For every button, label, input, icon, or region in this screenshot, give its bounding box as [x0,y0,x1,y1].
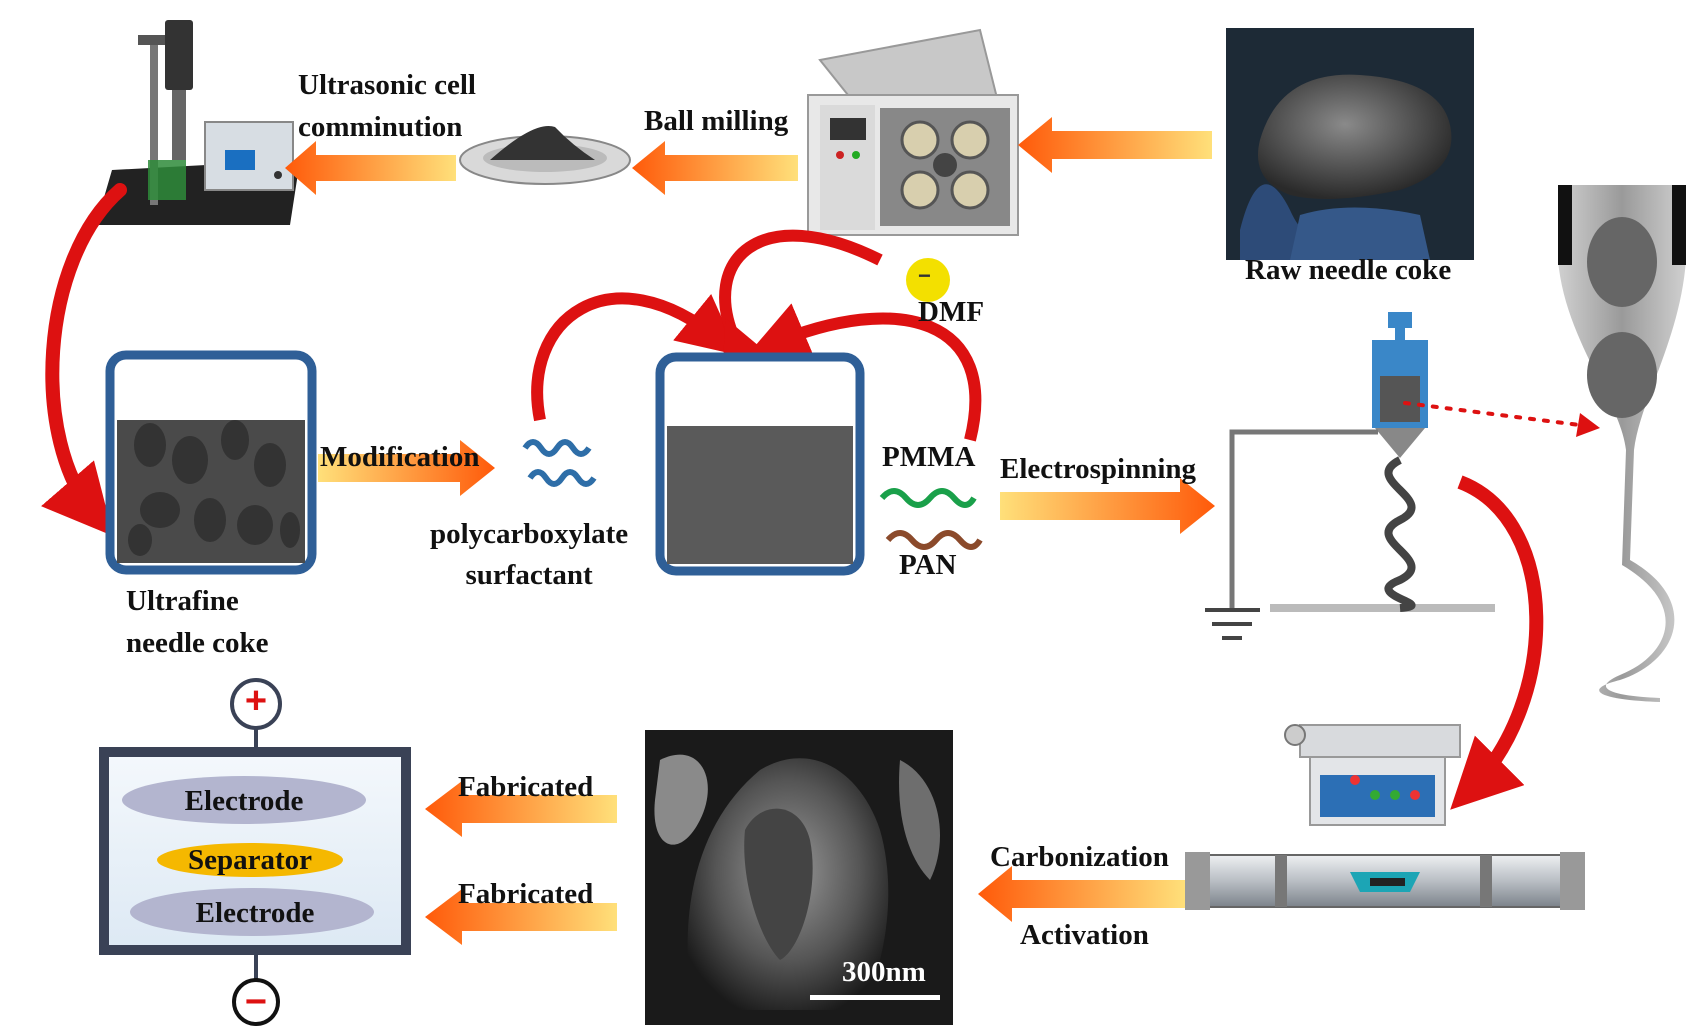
mixture-beaker [655,352,865,576]
label-fabricated-1: Fabricated [458,771,594,803]
arrow-fabricated-1 [425,781,617,837]
label-activation: Activation [1020,919,1149,951]
arrow-to-ultrasonic [285,141,456,195]
pan-wave [885,530,983,550]
supercapacitor-cell [99,678,411,1026]
label-dmf: DMF [918,296,985,328]
label-raw-coke: Raw needle coke [1245,254,1452,286]
tube-furnace-icon [1185,724,1585,910]
surfactant-waves [522,439,597,487]
label-electrode-bottom: Electrode [195,897,315,929]
ball-mill-icon [807,28,1019,236]
label-fabricated-2: Fabricated [458,878,594,910]
label-pmma: PMMA [882,441,976,473]
curve-arrow-to-furnace [1450,475,1544,810]
minus-sign: − [244,981,268,1023]
label-surfactant: polycarboxylate surfactant [430,518,629,591]
curve-arrow-polymers [747,303,982,442]
taylor-cone-detail [1558,185,1686,702]
plus-sign: + [244,680,268,722]
arrow-carbonization [978,866,1185,922]
label-ultrasonic: Ultrasonic cell comminution [298,69,476,144]
arrow-modification [318,440,495,496]
positive-terminal-icon [230,678,282,730]
label-ultrafine: Ultrafine needle coke [126,585,269,660]
label-electrospinning: Electrospinning [1000,453,1197,485]
curve-arrow-surfactant [531,292,739,422]
sem-image [645,730,953,1025]
negative-terminal-icon [232,978,280,1026]
label-electrode-top: Electrode [184,785,304,817]
electrospinning-setup-icon [1205,312,1495,640]
raw-coke-photo [1226,28,1474,260]
label-pan: PAN [899,549,957,581]
dmf-charge-sign: − [918,263,931,288]
arrow-electrospinning [1000,478,1215,534]
label-separator: Separator [187,844,313,876]
label-ball-milling: Ball milling [644,105,789,137]
label-scale-bar: 300nm [842,956,926,988]
ultrasonic-device-icon [96,20,300,225]
pmma-wave [879,488,977,508]
arrow-to-dish [632,141,798,195]
curve-arrow-dmf [719,229,883,385]
dotted-arrowhead [1576,413,1600,437]
curve-arrow-to-ultrafine [41,183,127,537]
ultrafine-beaker [105,350,317,575]
arrow-fabricated-2 [425,889,617,945]
dmf-dot [906,258,950,302]
label-modification: Modification [320,441,480,473]
powder-dish-icon [459,125,631,185]
dotted-arrow-to-cone [1403,401,1582,427]
arrow-to-ball-mill [1018,117,1212,173]
label-carbonization: Carbonization [990,841,1169,873]
